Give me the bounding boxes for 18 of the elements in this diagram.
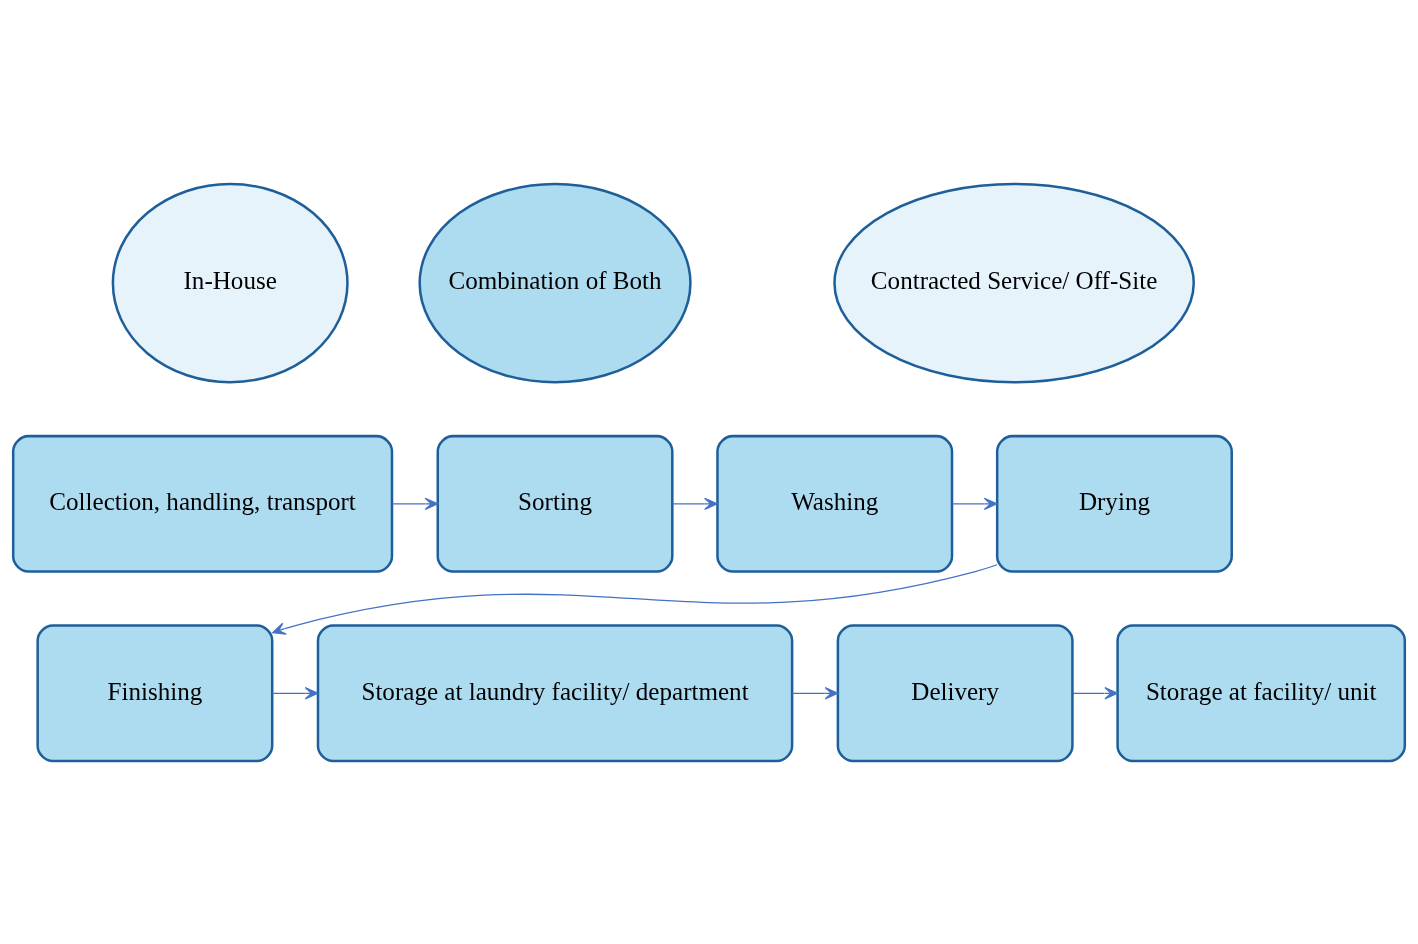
node-box: Collection, handling, transport bbox=[11, 434, 394, 573]
arrow bbox=[671, 497, 718, 510]
node-box: Delivery bbox=[836, 623, 1074, 762]
node-box: Sorting bbox=[436, 434, 674, 573]
arrow bbox=[951, 497, 998, 510]
arrow bbox=[271, 686, 319, 700]
node-box: Drying bbox=[995, 434, 1233, 573]
node-ellipse: In-House bbox=[111, 182, 349, 383]
node-box: Storage at laundry facility/ department bbox=[316, 623, 794, 762]
arrow bbox=[1072, 686, 1119, 700]
node-ellipse: Contracted Service/ Off-Site bbox=[833, 182, 1195, 383]
arrow bbox=[791, 686, 839, 700]
node-ellipse: Combination of Both bbox=[418, 182, 692, 383]
arrow bbox=[391, 497, 439, 510]
node-box: Washing bbox=[716, 434, 954, 573]
node-box: Finishing bbox=[36, 623, 274, 762]
node-box: Storage at facility/ unit bbox=[1116, 623, 1407, 762]
arrow bbox=[271, 563, 998, 635]
